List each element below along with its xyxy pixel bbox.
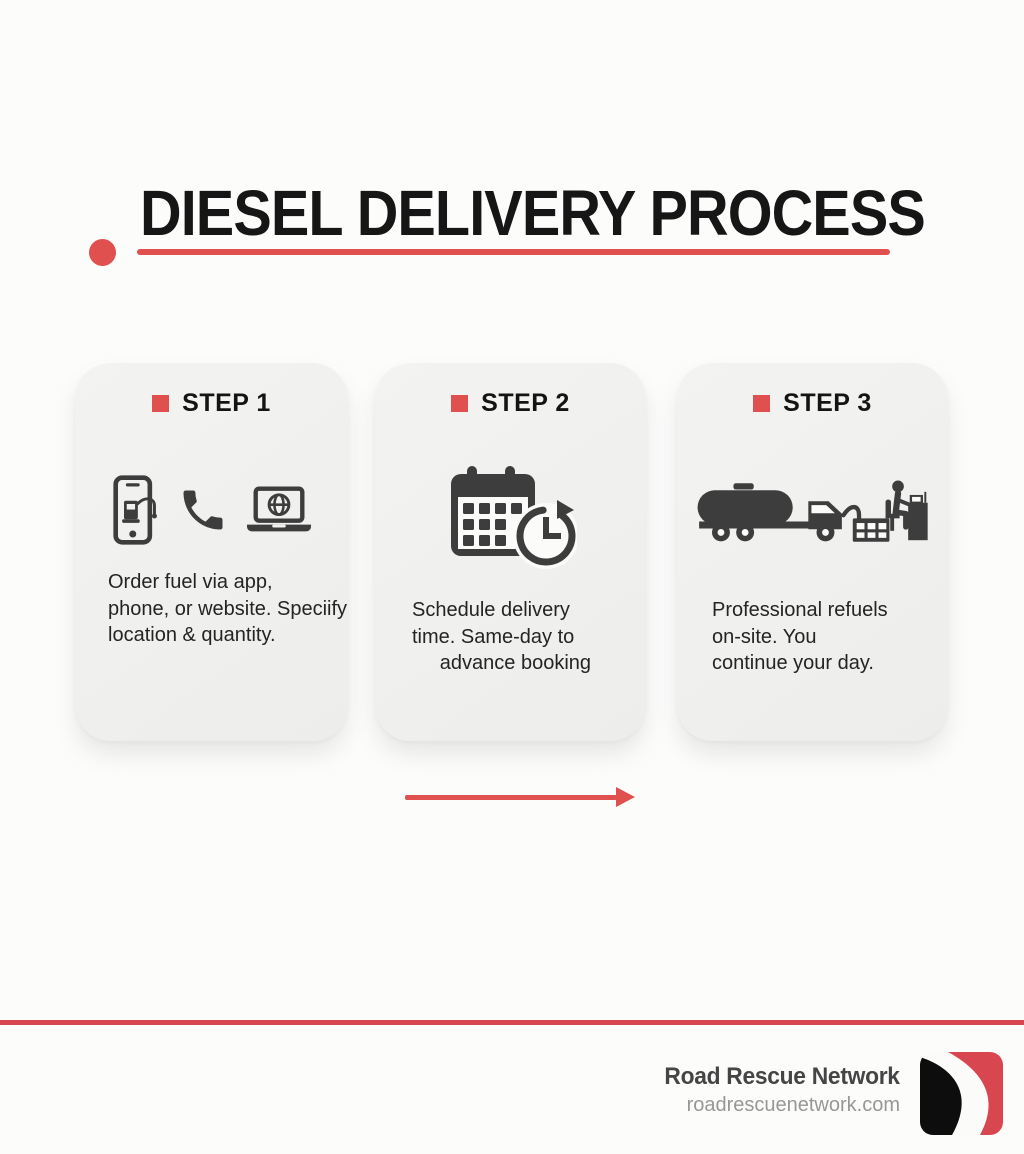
step-3-description: Professional refuels on-site. You contin… <box>712 599 888 674</box>
flow-arrow-right-icon <box>405 786 635 808</box>
step-3-icon-row <box>677 461 948 557</box>
step-3-header: STEP 3 <box>677 389 948 418</box>
step-bullet-square-icon <box>451 395 469 412</box>
step-2-icon-row <box>375 459 646 577</box>
step-2-description: Schedule delivery time. Same-day to adva… <box>412 599 592 674</box>
step-2-label: STEP 2 <box>481 389 570 417</box>
step-3-card: STEP 3 <box>677 363 948 741</box>
brand-website: roadrescuenetwork.com <box>686 1094 900 1116</box>
page-title: DIESEL DELIVERY PROCESS <box>140 177 926 249</box>
step-1-description: Order fuel via app, phone, or website. S… <box>108 571 348 646</box>
step-1-icon-row <box>75 455 348 565</box>
tanker-truck-onsite-refuel-icon <box>697 480 928 542</box>
step-1-label: STEP 1 <box>182 389 271 417</box>
step-2-card: STEP 2 <box>375 363 646 741</box>
step-1-card: STEP 1 <box>75 363 348 741</box>
calendar-clock-icon <box>450 466 577 569</box>
laptop-globe-icon <box>246 485 311 531</box>
road-rescue-network-logo-icon <box>920 1052 1003 1135</box>
step-bullet-square-icon <box>152 395 170 412</box>
step-1-header: STEP 1 <box>75 389 348 418</box>
brand-name: Road Rescue Network <box>664 1063 901 1090</box>
phone-handset-icon <box>183 490 222 530</box>
title-accent-dot <box>89 239 116 266</box>
step-2-header: STEP 2 <box>375 389 646 418</box>
smartphone-fuel-app-icon <box>112 475 157 545</box>
footer-brand-block: Road Rescue Network roadrescuenetwork.co… <box>652 1063 901 1117</box>
title-underline <box>137 249 890 255</box>
arrow-head <box>616 787 635 807</box>
step-bullet-square-icon <box>753 395 771 412</box>
arrow-shaft <box>405 795 617 800</box>
step-3-label: STEP 3 <box>783 389 872 417</box>
footer-divider-line <box>0 1020 1024 1025</box>
